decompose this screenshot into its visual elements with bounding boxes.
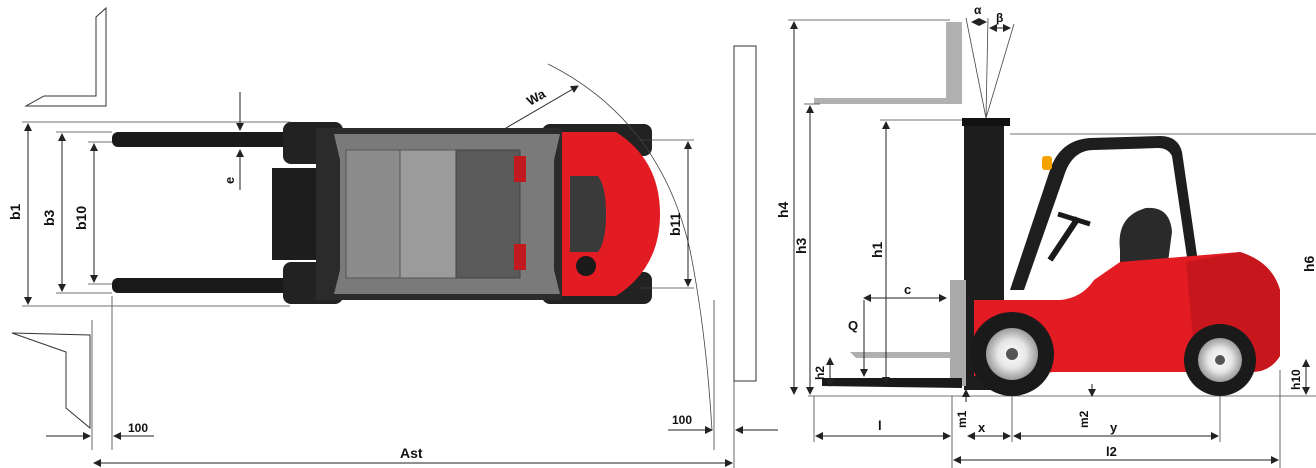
m1-label: m1 <box>955 410 969 428</box>
h6-label: h6 <box>1301 255 1316 272</box>
aisle-corner-bottom <box>11 332 91 430</box>
fork-carriage <box>272 168 324 260</box>
carriage-low <box>950 280 966 386</box>
m2-label: m2 <box>1077 410 1091 428</box>
fork-top <box>112 132 292 147</box>
seat <box>1119 207 1172 262</box>
beacon-light <box>1042 156 1052 170</box>
alpha-label: α <box>974 3 982 17</box>
light-top <box>514 156 526 182</box>
fork-raised <box>814 22 962 104</box>
q-label: Q <box>848 318 858 333</box>
l-label: l <box>878 418 882 433</box>
e-label: e <box>222 177 237 184</box>
tilt-line-b <box>985 17 989 119</box>
tilt-line-a <box>965 17 987 119</box>
x-label: x <box>978 420 986 435</box>
wa-arrow <box>505 85 579 129</box>
h4-label: h4 <box>775 201 791 218</box>
steering-wheel <box>1057 211 1091 227</box>
light-bottom <box>514 244 526 270</box>
tilt-line-c <box>985 23 1015 119</box>
counterweight <box>562 132 660 296</box>
fork-bottom <box>112 278 292 293</box>
fork-mid-grey <box>850 352 950 358</box>
top-view: Wa b1 b3 b10 e b11 100 <box>7 6 778 468</box>
overhead-guard-side <box>1010 136 1198 290</box>
b1-label: b1 <box>7 203 23 220</box>
h3-label: h3 <box>793 237 809 254</box>
ast-label: Ast <box>400 445 423 461</box>
b10-label: b10 <box>73 206 89 230</box>
wall-right <box>733 45 757 382</box>
mast-top <box>962 118 1010 126</box>
steering-column <box>1047 216 1081 262</box>
roof-panel-left <box>345 149 401 279</box>
aisle-corner-top <box>24 6 107 107</box>
front-wheel-hub <box>1006 348 1018 360</box>
c-label: c <box>904 282 911 297</box>
roof-panel-right <box>455 149 521 279</box>
side-view: α β h4 h3 h1 h6 c Q h2 h10 m1 m2 <box>775 3 1316 468</box>
roof-panel-mid <box>399 149 457 279</box>
beta-label: β <box>996 11 1003 25</box>
y-label: y <box>1110 420 1118 435</box>
b3-label: b3 <box>41 209 57 226</box>
right-100-label: 100 <box>672 413 692 427</box>
b11-label: b11 <box>667 212 683 236</box>
rear-wheel-hub <box>1215 355 1225 365</box>
h1-label: h1 <box>869 241 885 258</box>
tow-pin <box>576 256 596 276</box>
h2-label: h2 <box>813 366 827 380</box>
left-100-label: 100 <box>128 421 148 435</box>
l2-label: l2 <box>1106 444 1117 459</box>
fork-lowered <box>822 378 962 388</box>
seat-area <box>570 176 606 252</box>
h10-label: h10 <box>1289 369 1303 390</box>
